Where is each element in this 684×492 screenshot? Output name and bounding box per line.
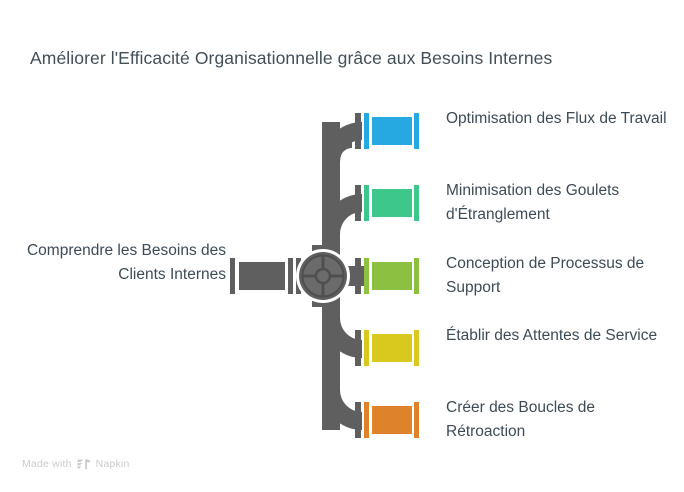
branch-pipe-4: [355, 402, 419, 438]
watermark: Made with Napkin: [22, 457, 130, 471]
branch-pipe-1: [355, 185, 419, 221]
branch-pipe-2: [355, 258, 419, 294]
branch-body-1: [372, 189, 412, 217]
valve-wheel-icon: [296, 245, 350, 307]
page-title: Améliorer l'Efficacité Organisationnelle…: [30, 48, 553, 68]
watermark-prefix: Made with: [22, 458, 72, 470]
branch-pipe-0: [355, 113, 419, 149]
branch-pipe-3: [355, 330, 419, 366]
branch-label-0: Optimisation des Flux de Travail: [446, 110, 667, 127]
branch-cap-4: [414, 402, 419, 438]
branch-flange-0: [364, 113, 369, 149]
branch-label-1: Minimisation des Goulets d'Étranglement: [446, 182, 620, 223]
hub-label: Comprendre les Besoins des Clients Inter…: [26, 242, 226, 283]
napkin-logo-icon: [77, 458, 91, 471]
branch-label-2: Conception de Processus de Support: [446, 255, 645, 296]
branch-flange-2: [364, 258, 369, 294]
branch-body-0: [372, 117, 412, 145]
branch-flange-4: [364, 402, 369, 438]
branch-label-4: Créer des Boucles de Rétroaction: [446, 399, 596, 440]
branch-flange-3: [364, 330, 369, 366]
branch-flange-1: [364, 185, 369, 221]
manifold-trunk: [322, 122, 364, 430]
watermark-brand: Napkin: [95, 458, 130, 470]
branch-cap-0: [414, 113, 419, 149]
branch-label-3: Établir des Attentes de Service: [446, 327, 658, 344]
branch-cap-2: [414, 258, 419, 294]
branch-body-4: [372, 406, 412, 434]
branch-cap-3: [414, 330, 419, 366]
branch-body-3: [372, 334, 412, 362]
branch-cap-1: [414, 185, 419, 221]
inlet-pipe: [230, 258, 301, 294]
branch-body-2: [372, 262, 412, 290]
